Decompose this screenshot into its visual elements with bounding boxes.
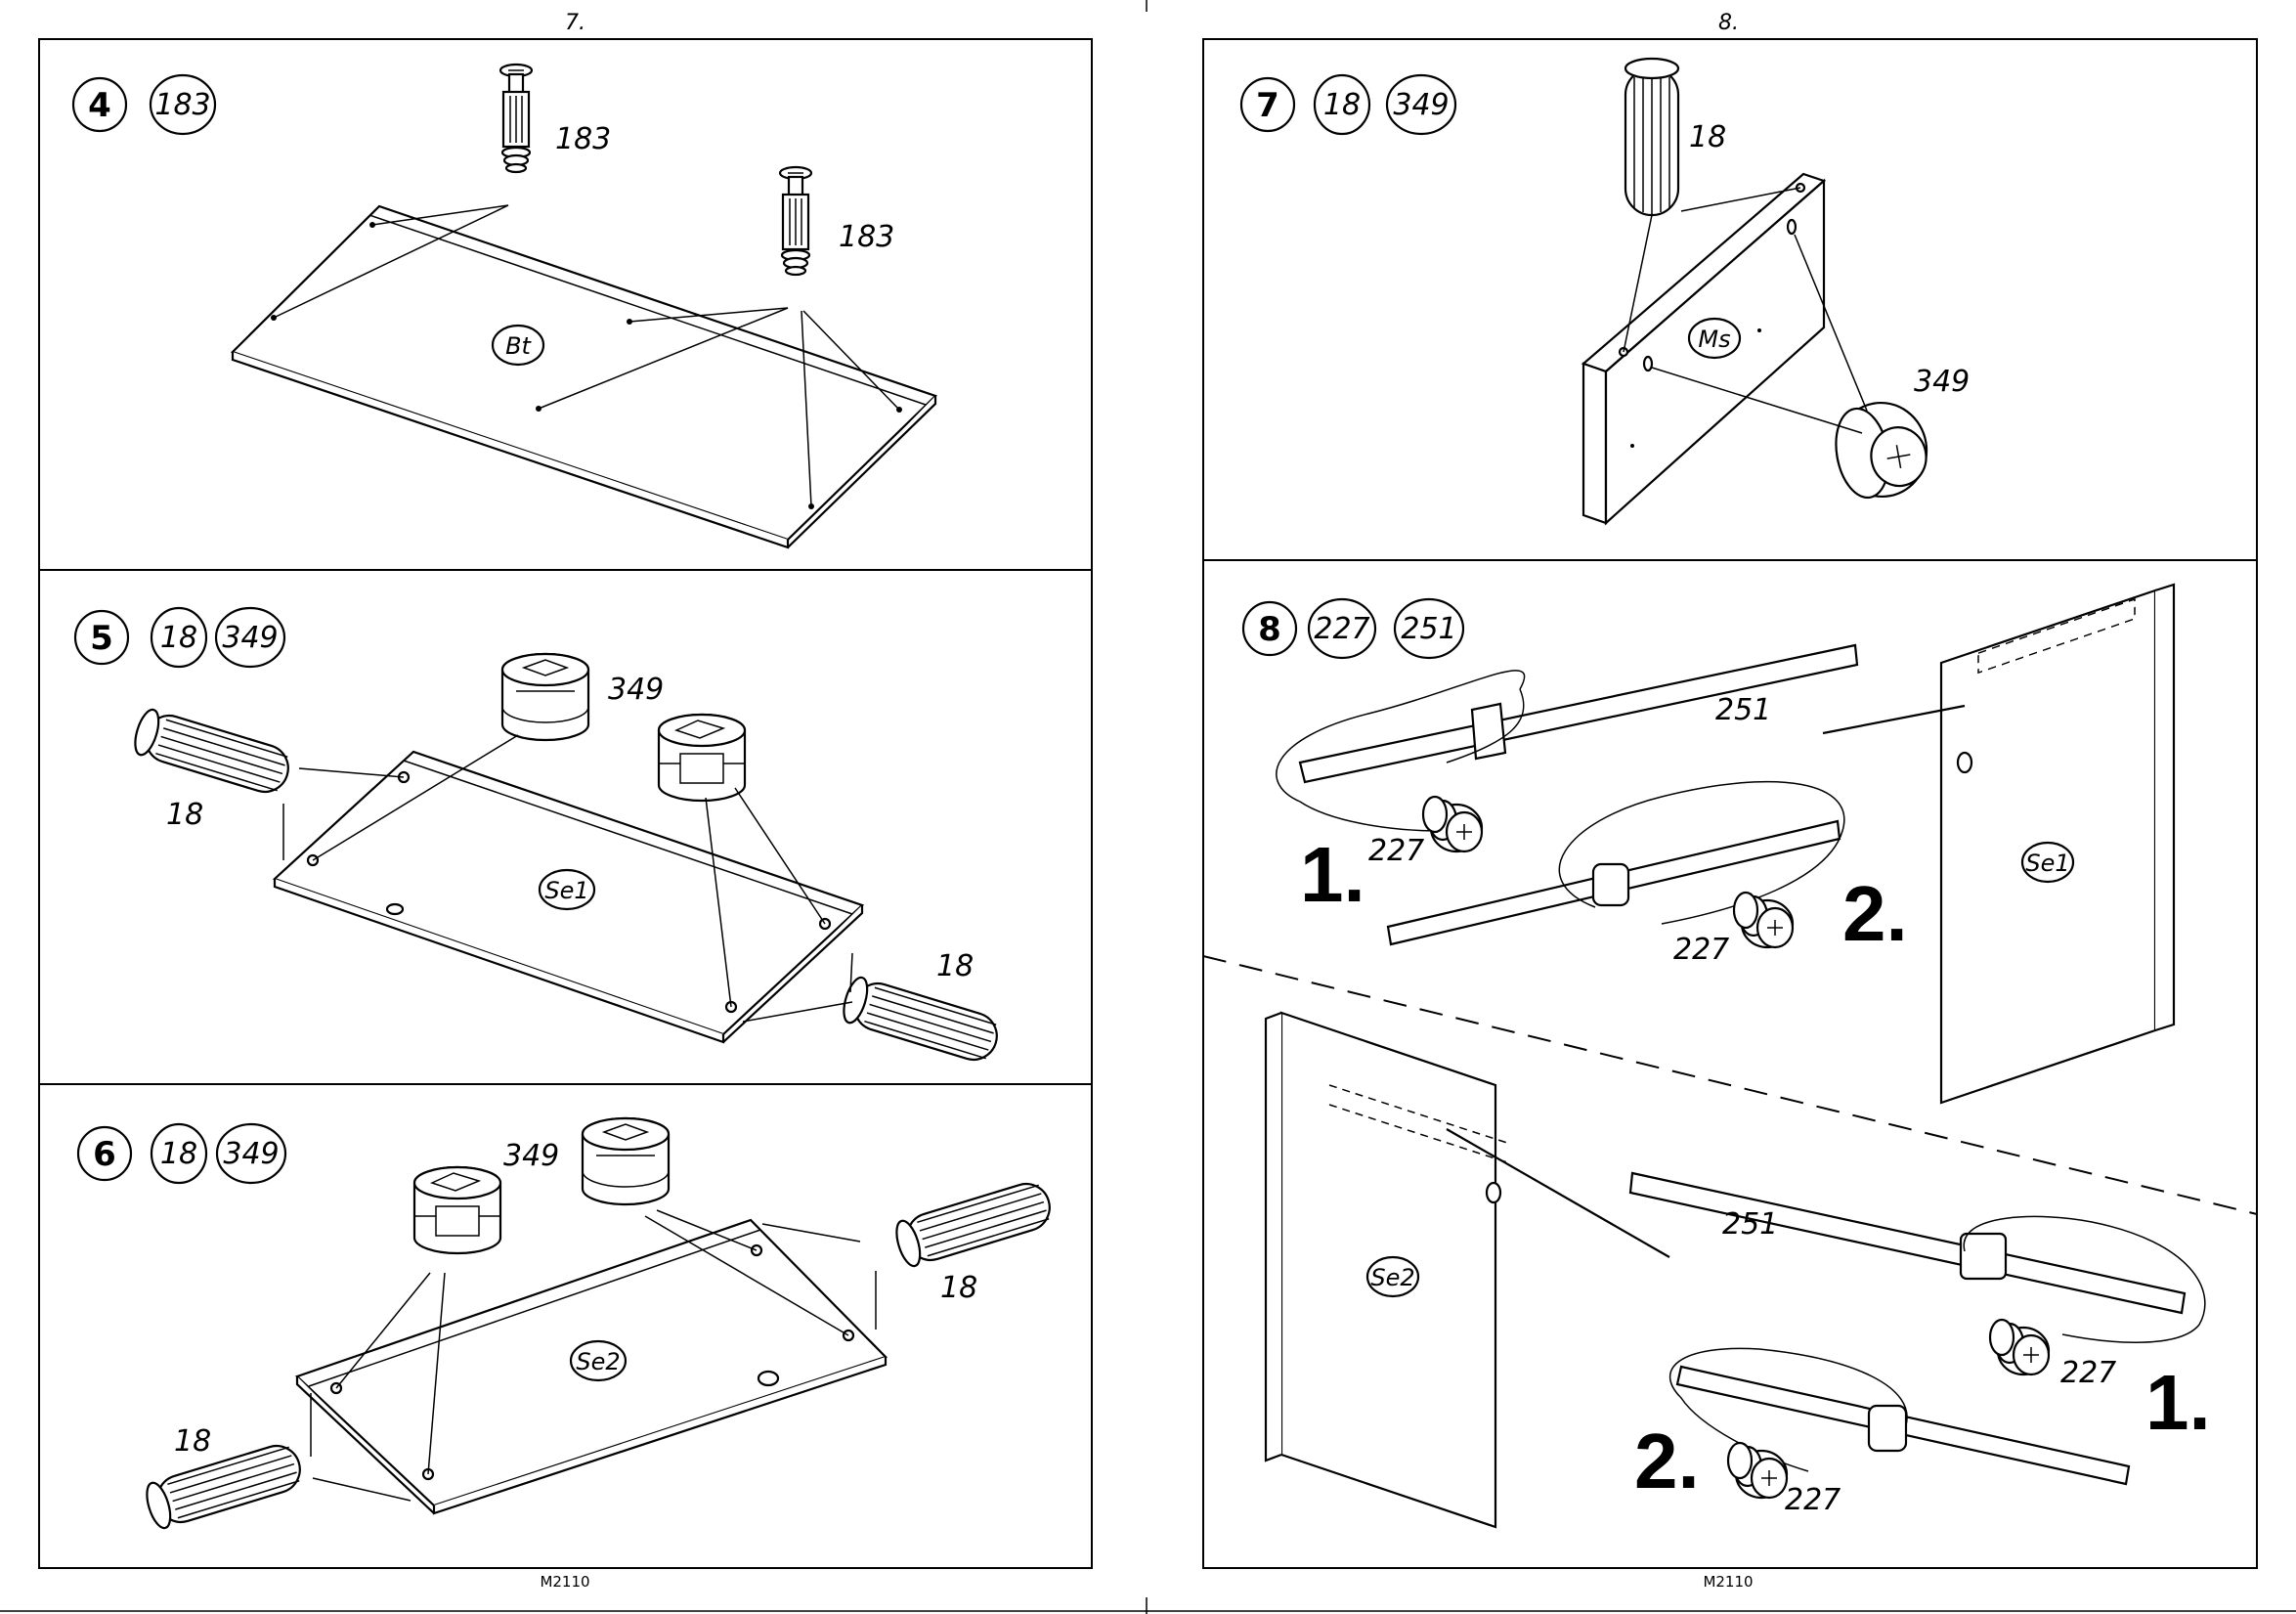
panel-label: Se1 xyxy=(2025,850,2069,877)
callout-18: 18 xyxy=(940,1271,977,1305)
callout-18: 18 xyxy=(166,798,203,832)
footer-code-right: M2110 xyxy=(1703,1573,1753,1591)
panel-label: Se1 xyxy=(544,877,588,904)
step-8: 8 227 251 251 227 1. 227 2. Se1 Se xyxy=(1203,585,2257,1527)
part-number: 183 xyxy=(154,88,210,122)
footer-code-left: M2110 xyxy=(540,1573,589,1591)
callout-251: 251 xyxy=(1715,693,1771,727)
callout-251: 251 xyxy=(1722,1207,1778,1242)
step-number: 8 xyxy=(1258,610,1281,649)
sequence-1: 1. xyxy=(1300,831,1365,918)
part-number: 349 xyxy=(1393,88,1449,122)
callout-227: 227 xyxy=(1785,1483,1841,1517)
callout-227: 227 xyxy=(1368,834,1424,868)
part-number: 18 xyxy=(160,621,197,655)
callout-18: 18 xyxy=(1689,120,1726,154)
panel-label: Bt xyxy=(505,332,532,360)
part-number: 18 xyxy=(160,1137,197,1171)
part-number: 349 xyxy=(223,1137,279,1171)
page-number-left: 7. xyxy=(565,11,585,35)
sequence-1: 1. xyxy=(2145,1359,2211,1446)
part-number: 251 xyxy=(1401,612,1456,646)
step-4: 4 183 Bt 183 183 xyxy=(73,65,935,547)
callout-227: 227 xyxy=(1673,933,1729,967)
step-number: 5 xyxy=(90,619,113,658)
callout-18: 18 xyxy=(174,1424,211,1459)
part-number: 18 xyxy=(1323,88,1361,122)
step-7: 7 18 349 Ms 18 349 xyxy=(1241,59,1970,523)
panel-label: Ms xyxy=(1698,326,1730,353)
callout-183: 183 xyxy=(555,122,611,156)
sequence-2: 2. xyxy=(1634,1418,1700,1505)
callout-183: 183 xyxy=(839,220,894,254)
step-5: 5 18 349 Se1 349 18 18 xyxy=(75,608,1003,1066)
callout-349: 349 xyxy=(1914,365,1970,399)
part-number: 227 xyxy=(1314,612,1369,646)
panel-label: Se2 xyxy=(1370,1264,1414,1291)
sequence-2: 2. xyxy=(1842,870,1908,957)
step-number: 7 xyxy=(1256,86,1279,125)
step-number: 6 xyxy=(93,1135,116,1174)
panel-label: Se2 xyxy=(576,1348,620,1375)
rail-251 xyxy=(1300,645,1857,782)
callout-349: 349 xyxy=(503,1139,559,1173)
callout-227: 227 xyxy=(2060,1356,2116,1390)
board-bt xyxy=(233,206,935,540)
callout-349: 349 xyxy=(608,673,664,707)
page-number-right: 8. xyxy=(1718,11,1739,35)
step-6: 6 18 349 Se2 349 18 18 xyxy=(78,1118,1056,1531)
callout-18: 18 xyxy=(936,949,974,983)
step-number: 4 xyxy=(88,86,111,125)
part-number: 349 xyxy=(222,621,278,655)
